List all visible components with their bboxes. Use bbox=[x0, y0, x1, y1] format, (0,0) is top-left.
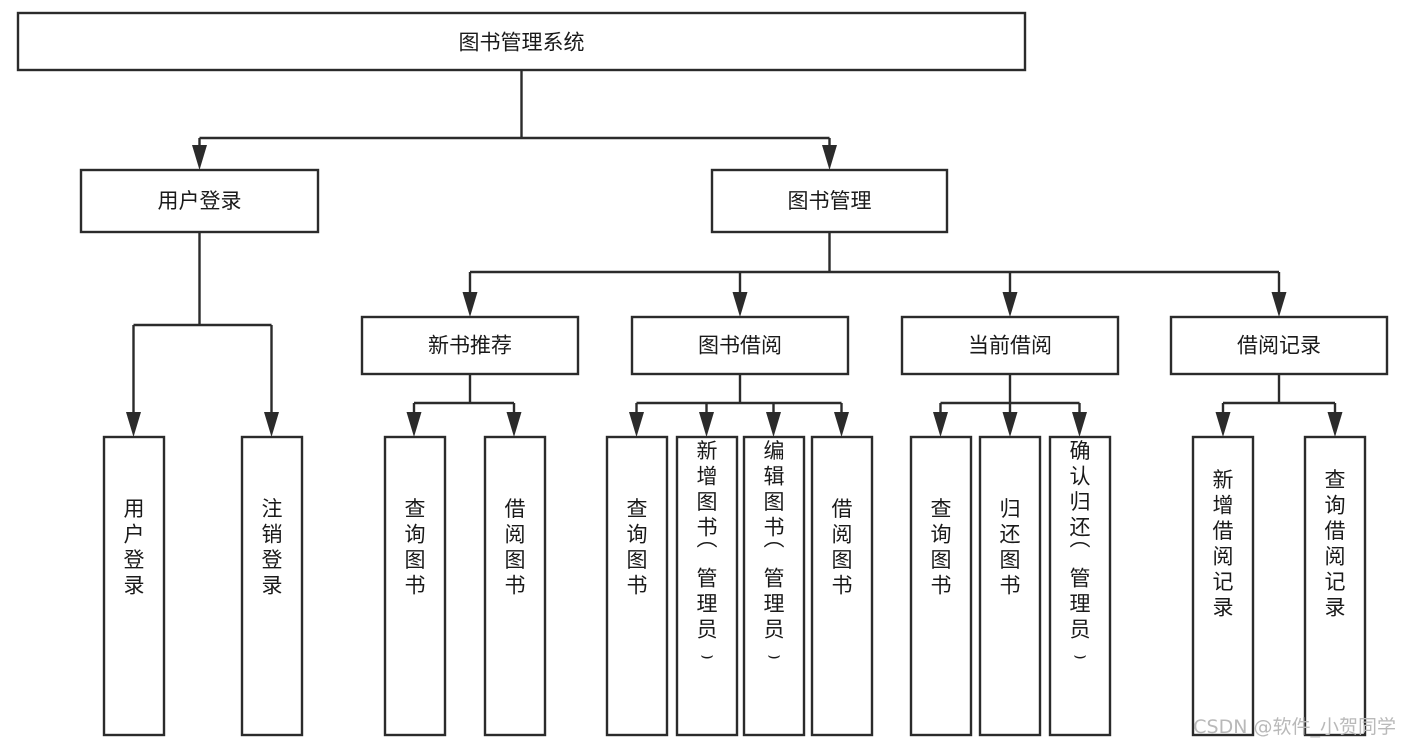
node-current-borrow-label: 当前借阅 bbox=[968, 334, 1052, 358]
node-leaf-11[interactable]: 确认归还⌒管理员⌣ bbox=[1048, 435, 1112, 737]
node-leaf-1-label: 用户登录 bbox=[124, 497, 145, 598]
node-borrow-record-box[interactable] bbox=[1169, 315, 1389, 376]
node-leaf-8[interactable]: 借阅图书 bbox=[810, 435, 874, 737]
node-book-manage-label: 图书管理 bbox=[788, 189, 872, 213]
node-book-borrow-label: 图书借阅 bbox=[698, 334, 782, 358]
edge-group-borrow-record-leaves bbox=[1215, 374, 1343, 437]
arrow-to-current-borrow bbox=[1002, 292, 1018, 317]
arrow-to-borrow-record bbox=[1271, 292, 1287, 317]
edge-group-user-login-leaves bbox=[126, 232, 279, 437]
arrow-user-login-to-leaf-1 bbox=[126, 412, 141, 437]
node-current-borrow[interactable]: 当前借阅 bbox=[900, 315, 1120, 376]
node-leaf-10-label: 归还图书 bbox=[1000, 497, 1021, 598]
node-leaf-6-label: 新增图书⌒管理员⌣ bbox=[697, 439, 718, 667]
node-leaf-4[interactable]: 借阅图书 bbox=[483, 435, 547, 737]
node-root-system[interactable]: 图书管理系统 bbox=[16, 11, 1027, 72]
node-leaf-4-box[interactable] bbox=[483, 435, 547, 737]
node-leaf-1-box[interactable] bbox=[102, 435, 166, 737]
node-leaf-2-label: 注销登录 bbox=[262, 497, 283, 598]
node-borrow-record[interactable]: 借阅记录 bbox=[1169, 315, 1389, 376]
arrow-to-new-book-rec bbox=[462, 292, 478, 317]
arrow-book-borrow-to-leaf-7 bbox=[766, 412, 781, 437]
node-leaf-10-box[interactable] bbox=[978, 435, 1042, 737]
node-new-book-rec-label: 新书推荐 bbox=[428, 334, 512, 358]
node-leaf-12[interactable]: 新增借阅记录 bbox=[1191, 435, 1255, 737]
node-leaf-3-label: 查询图书 bbox=[405, 497, 426, 598]
node-leaf-8-box[interactable] bbox=[810, 435, 874, 737]
node-book-manage[interactable]: 图书管理 bbox=[710, 168, 949, 234]
edge-group-current-borrow-leaves bbox=[933, 374, 1087, 437]
arrow-book-borrow-to-leaf-8 bbox=[834, 412, 849, 437]
node-leaf-13-label: 查询借阅记录 bbox=[1325, 468, 1346, 620]
node-leaf-3[interactable]: 查询图书 bbox=[383, 435, 447, 737]
edge-group-book-manage-to-level3 bbox=[462, 232, 1287, 317]
arrow-user-login-to-leaf-2 bbox=[264, 412, 279, 437]
node-leaf-12-box[interactable] bbox=[1191, 435, 1255, 737]
arrow-borrow-record-to-leaf-12 bbox=[1215, 412, 1231, 437]
node-leaf-9-box[interactable] bbox=[909, 435, 973, 737]
node-leaf-3-box[interactable] bbox=[383, 435, 447, 737]
node-leaf-1[interactable]: 用户登录 bbox=[102, 435, 166, 737]
edge-group-root-to-level2 bbox=[192, 70, 837, 170]
node-book-manage-box[interactable] bbox=[710, 168, 949, 234]
node-borrow-record-label: 借阅记录 bbox=[1237, 334, 1321, 358]
node-leaf-13[interactable]: 查询借阅记录 bbox=[1303, 435, 1367, 737]
node-current-borrow-box[interactable] bbox=[900, 315, 1120, 376]
arrow-root-to-user-login bbox=[192, 145, 207, 170]
node-leaf-6-box[interactable] bbox=[675, 435, 739, 737]
arrow-book-borrow-to-leaf-6 bbox=[699, 412, 714, 437]
node-new-book-rec[interactable]: 新书推荐 bbox=[360, 315, 580, 376]
node-leaf-7[interactable]: 编辑图书⌒管理员⌣ bbox=[742, 435, 806, 737]
node-leaf-6[interactable]: 新增图书⌒管理员⌣ bbox=[675, 435, 739, 737]
node-user-login-box[interactable] bbox=[79, 168, 320, 234]
node-new-book-rec-box[interactable] bbox=[360, 315, 580, 376]
node-leaf-11-label: 确认归还⌒管理员⌣ bbox=[1070, 439, 1091, 667]
node-leaf-9-label: 查询图书 bbox=[931, 497, 952, 598]
node-leaf-13-box[interactable] bbox=[1303, 435, 1367, 737]
node-leaf-2[interactable]: 注销登录 bbox=[240, 435, 304, 737]
node-root-system-box[interactable] bbox=[16, 11, 1027, 72]
arrow-current-borrow-to-leaf-11 bbox=[1072, 412, 1087, 437]
edge-group-new-book-rec-leaves bbox=[406, 374, 522, 437]
node-root-system-label: 图书管理系统 bbox=[459, 31, 585, 55]
node-book-borrow-box[interactable] bbox=[630, 315, 850, 376]
node-leaf-7-label: 编辑图书⌒管理员⌣ bbox=[764, 439, 785, 667]
arrow-book-borrow-to-leaf-5 bbox=[629, 412, 644, 437]
arrow-current-borrow-to-leaf-9 bbox=[933, 412, 948, 437]
watermark-label: CSDN @软件_小贺同学 bbox=[1193, 716, 1396, 738]
node-leaf-12-label: 新增借阅记录 bbox=[1213, 468, 1234, 620]
node-leaf-11-box[interactable] bbox=[1048, 435, 1112, 737]
node-leaf-5[interactable]: 查询图书 bbox=[605, 435, 669, 737]
node-leaf-10[interactable]: 归还图书 bbox=[978, 435, 1042, 737]
node-leaf-7-box[interactable] bbox=[742, 435, 806, 737]
node-book-borrow[interactable]: 图书借阅 bbox=[630, 315, 850, 376]
arrow-new-book-rec-to-leaf-4 bbox=[506, 412, 522, 437]
node-leaf-5-label: 查询图书 bbox=[627, 497, 648, 598]
arrow-current-borrow-to-leaf-10 bbox=[1002, 412, 1018, 437]
node-user-login[interactable]: 用户登录 bbox=[79, 168, 320, 234]
node-leaf-8-label: 借阅图书 bbox=[832, 497, 853, 598]
arrow-root-to-book-manage bbox=[822, 145, 837, 170]
arrow-new-book-rec-to-leaf-3 bbox=[406, 412, 422, 437]
arrow-to-book-borrow bbox=[732, 292, 748, 317]
node-leaf-5-box[interactable] bbox=[605, 435, 669, 737]
node-leaf-9[interactable]: 查询图书 bbox=[909, 435, 973, 737]
arrow-borrow-record-to-leaf-13 bbox=[1327, 412, 1343, 437]
edge-group-book-borrow-leaves bbox=[629, 374, 849, 437]
node-leaf-4-label: 借阅图书 bbox=[505, 497, 526, 598]
node-leaf-2-box[interactable] bbox=[240, 435, 304, 737]
node-user-login-label: 用户登录 bbox=[158, 189, 242, 213]
